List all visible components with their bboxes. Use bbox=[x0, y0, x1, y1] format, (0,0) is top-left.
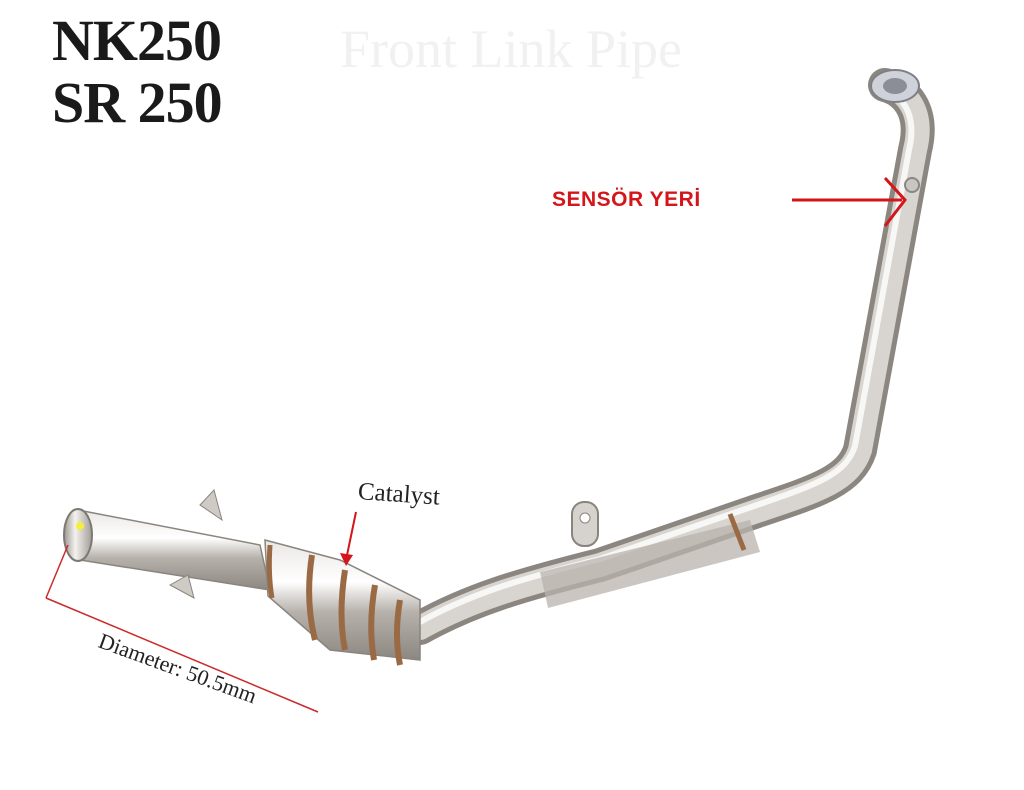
catalyst-body bbox=[264, 539, 421, 666]
pipe-weld-ring bbox=[727, 513, 747, 551]
pipe-label-area bbox=[540, 520, 760, 608]
catalyst-label: Catalyst bbox=[357, 478, 441, 511]
faded-watermark-title: Front Link Pipe bbox=[340, 19, 683, 79]
model-name-line-1: NK250 bbox=[52, 8, 222, 73]
inlet-tube bbox=[63, 508, 271, 591]
header-pipe bbox=[403, 68, 935, 645]
diameter-dimension-line bbox=[45, 544, 319, 713]
sensor-arrow bbox=[792, 176, 907, 227]
sensor-boss bbox=[904, 177, 920, 193]
mount-tab-left bbox=[199, 488, 223, 522]
pipe-flange bbox=[870, 69, 920, 103]
mount-tab-bottom bbox=[168, 574, 195, 599]
mount-bracket bbox=[571, 501, 599, 547]
model-name-line-2: SR 250 bbox=[52, 70, 223, 135]
catalyst-arrow bbox=[340, 511, 357, 566]
sensor-location-label: SENSÖR YERİ bbox=[552, 188, 701, 211]
